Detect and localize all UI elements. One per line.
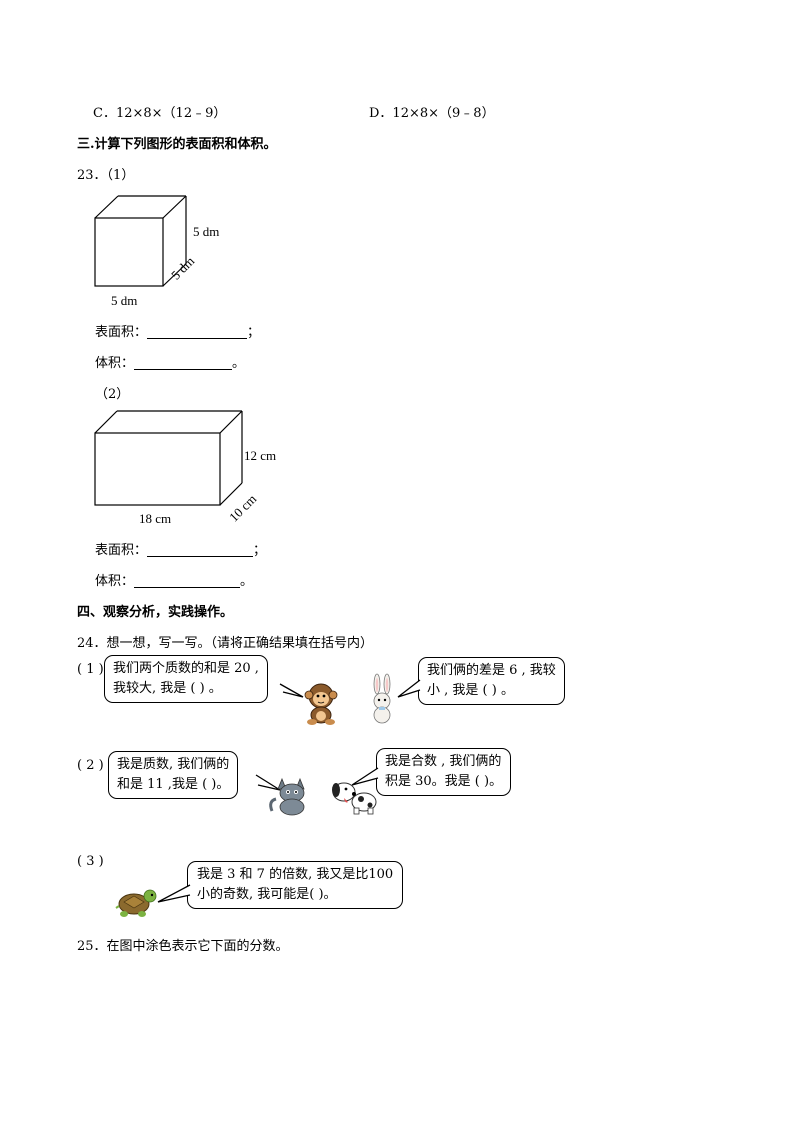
bubble-line: 我是质数, 我们俩的 xyxy=(117,757,230,772)
volume-label: 体积： xyxy=(95,356,135,371)
question-25: 25．在图中涂色表示它下面的分数。 xyxy=(77,939,289,954)
bubble-line: 我较大, 我是 ( ) 。 xyxy=(113,681,222,696)
cuboid-width-label: 18 cm xyxy=(139,511,172,526)
speech-bubble-monkey: 我们两个质数的和是 20 , 我较大, 我是 ( ) 。 xyxy=(104,655,268,703)
volume-end-mark: 。 xyxy=(240,574,254,589)
surface-area-row-1: 表面积： ； xyxy=(95,321,260,340)
rabbit-icon xyxy=(373,673,391,724)
volume-blank-2[interactable] xyxy=(134,573,241,588)
monkey-icon xyxy=(304,683,338,725)
turtle-icon xyxy=(115,889,157,917)
bubble-line: 我是 3 和 7 的倍数, 我又是比100 xyxy=(197,867,394,882)
speech-bubble-cat: 我是质数, 我们俩的 和是 11 ,我是 ( )。 xyxy=(108,751,239,799)
section-4-heading: 四、观察分析，实践操作。 xyxy=(77,605,234,620)
bubble-line: 小 , 我是 ( ) 。 xyxy=(427,683,514,698)
surface-area-label: 表面积： xyxy=(95,325,148,340)
question-24-title: 24．想一想，写一写。（请将正确结果填在括号内） xyxy=(77,636,374,651)
bubble-line: 和是 11 ,我是 ( )。 xyxy=(117,777,230,792)
surface-area-blank-1[interactable] xyxy=(147,324,248,339)
cube-height-label: 5 dm xyxy=(193,224,220,239)
surface-end-mark: ； xyxy=(247,325,261,340)
part-2-label-q24: ( 2 ) xyxy=(77,758,104,773)
speech-bubble-dog: 我是合数 , 我们俩的 积是 30。我是 ( )。 xyxy=(376,748,512,796)
cuboid-diagram xyxy=(94,410,243,506)
volume-blank-1[interactable] xyxy=(134,355,233,370)
dog-icon xyxy=(332,782,377,815)
bubble-line: 我是合数 , 我们俩的 xyxy=(385,754,502,769)
section-3-heading: 三.计算下列图形的表面积和体积。 xyxy=(77,137,277,152)
volume-end-mark: 。 xyxy=(232,356,246,371)
volume-row-1: 体积： 。 xyxy=(95,352,245,371)
volume-row-2: 体积： 。 xyxy=(95,570,253,589)
part-2-label: （2） xyxy=(95,387,130,402)
option-c: C．12×8×（12﹣9） xyxy=(93,106,227,121)
bubble-line: 我们俩的差是 6 , 我较 xyxy=(427,663,556,678)
volume-label: 体积： xyxy=(95,574,135,589)
surface-end-mark: ； xyxy=(253,543,267,558)
bubble-line: 我们两个质数的和是 20 , xyxy=(113,661,259,676)
surface-area-label: 表面积： xyxy=(95,543,148,558)
bubble-line: 小的奇数, 我可能是( )。 xyxy=(197,887,337,902)
bubble-line: 积是 30。我是 ( )。 xyxy=(385,774,503,789)
speech-bubble-rabbit: 我们俩的差是 6 , 我较 小 , 我是 ( ) 。 xyxy=(418,657,565,705)
question-23-label: 23．（1） xyxy=(77,168,135,183)
speech-bubble-turtle: 我是 3 和 7 的倍数, 我又是比100 小的奇数, 我可能是( )。 xyxy=(187,861,404,909)
part-3-label: ( 3 ) xyxy=(77,854,104,869)
surface-area-row-2: 表面积： ； xyxy=(95,539,266,558)
part-1-label: ( 1 ) xyxy=(77,662,104,677)
cube-width-label: 5 dm xyxy=(111,293,138,308)
cat-icon xyxy=(269,777,305,816)
cuboid-height-label: 12 cm xyxy=(244,448,277,463)
option-d: D．12×8×（9﹣8） xyxy=(369,106,495,121)
surface-area-blank-2[interactable] xyxy=(147,542,254,557)
